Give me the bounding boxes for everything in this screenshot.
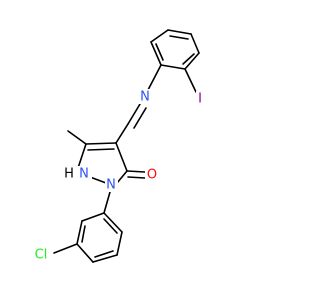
- methine-bond: [115, 123, 129, 144]
- chlorine-label: Cl: [30, 247, 52, 263]
- imine-double-bond: [127, 103, 147, 129]
- chlorophenyl-ring: [76, 212, 123, 263]
- carbonyl-double-bond: [126, 170, 146, 179]
- imine-nitrogen-label: N: [139, 89, 152, 105]
- structure-diagram: N I H N N O Cl: [30, 29, 205, 263]
- oxygen-text: O: [147, 168, 157, 183]
- ring-nitrogen-text: N: [106, 178, 116, 193]
- iodine-text: I: [198, 92, 202, 107]
- chlorine-text: Cl: [35, 248, 48, 263]
- ring-nitrogen-label: N: [105, 177, 118, 193]
- pyrazole-nh-nitrogen-text: N: [79, 167, 89, 182]
- hydrogen-text: H: [64, 167, 74, 182]
- imine-nitrogen-text: N: [140, 90, 150, 105]
- oxygen-label: O: [145, 167, 158, 183]
- iodophenyl-ring: [150, 29, 200, 70]
- carbon-iodine-bond: [184, 68, 197, 93]
- nitrogen-aryl-bond: [103, 191, 111, 214]
- nh-label: H N: [62, 166, 92, 182]
- carbon-chlorine-bond: [53, 243, 78, 254]
- methyl-bond: [67, 130, 87, 145]
- iodine-label: I: [196, 91, 205, 107]
- pyrazolone-ring: [77, 142, 128, 184]
- aryl-nitrogen-bond: [147, 64, 162, 91]
